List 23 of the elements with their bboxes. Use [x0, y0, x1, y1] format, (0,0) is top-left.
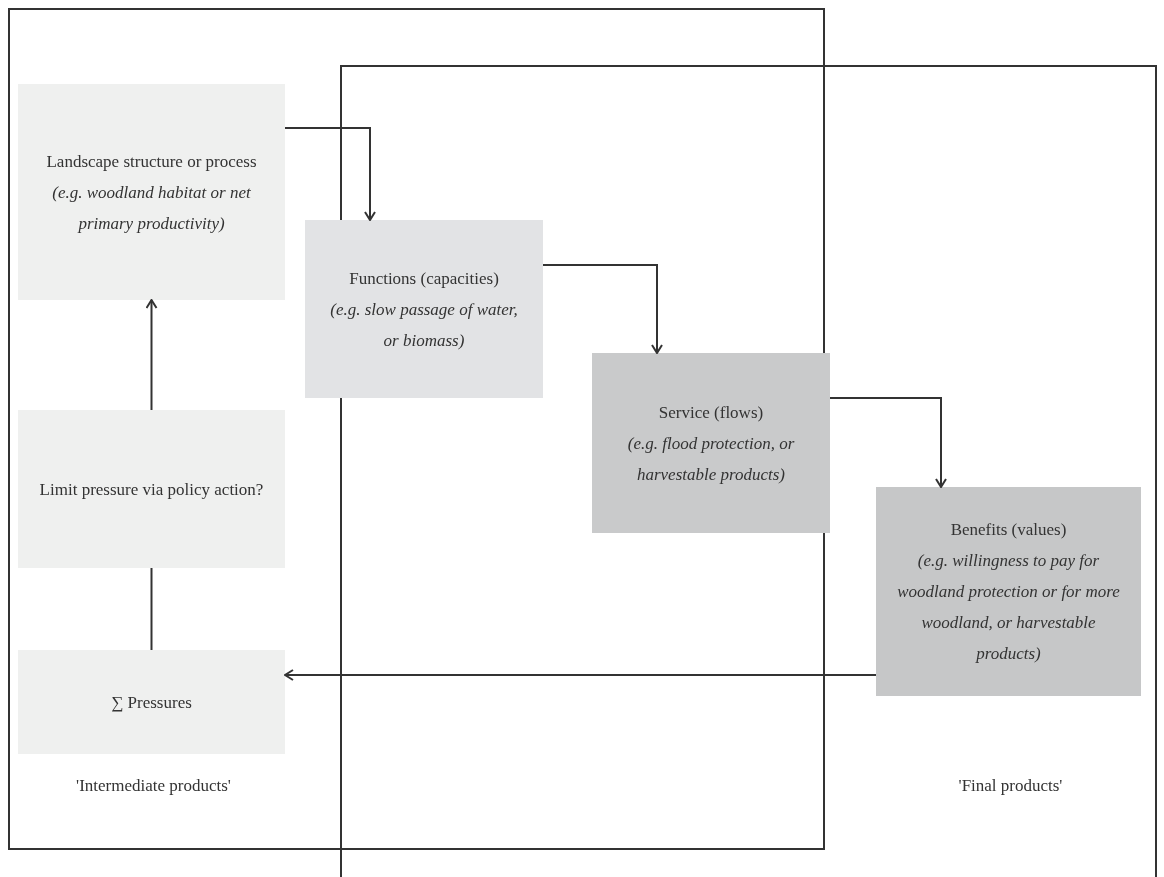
example-text: (e.g. flood protection, or harvestable products) [626, 432, 796, 486]
arrow [145, 299, 158, 411]
example-text: (e.g. willingness to pay for woodland protection or for more woodland, or harvestable products) [896, 550, 1121, 665]
process-box [592, 353, 830, 533]
arrow [284, 669, 877, 681]
example-text: (e.g. slow passage of water, or biomass) [329, 298, 519, 352]
arrow [542, 264, 663, 354]
group-label: 'Final products' [957, 775, 1064, 797]
connector-line [150, 567, 153, 651]
process-box [18, 410, 285, 568]
arrow [284, 127, 376, 221]
process-box [876, 487, 1141, 696]
process-box [18, 84, 285, 300]
box-text: Functions (capacities) [349, 267, 499, 290]
box-text: Landscape structure or process (e.g. woodland habitat or net primary productivity) [45, 150, 258, 235]
group-label: 'Intermediate products' [75, 775, 232, 797]
arrow [829, 397, 947, 488]
box-text: ∑ Pressures [111, 691, 192, 714]
group-frame [8, 8, 825, 850]
process-box [18, 650, 285, 754]
box-text: Limit pressure via policy action? [39, 478, 264, 501]
box-text: Service (flows) [658, 401, 764, 424]
box-text: Benefits (values) [950, 519, 1067, 541]
